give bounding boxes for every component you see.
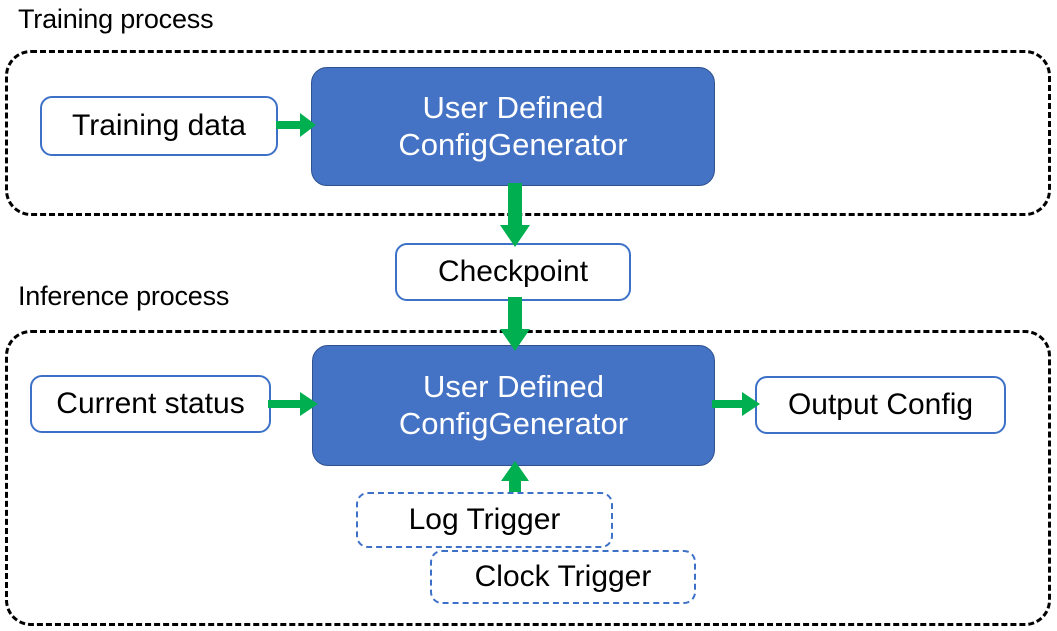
- node-user-defined-configgenerator-inference[interactable]: User Defined ConfigGenerator: [312, 345, 715, 466]
- node-output-config-label: Output Config: [787, 388, 974, 422]
- arrow-current-status-to-generator: [268, 386, 320, 422]
- arrow-training-data-to-generator: [276, 107, 318, 143]
- node-generator-inference-line2: ConfigGenerator: [398, 405, 629, 441]
- node-generator-training-line2: ConfigGenerator: [398, 126, 628, 162]
- node-log-trigger[interactable]: Log Trigger: [356, 492, 613, 548]
- node-log-trigger-label: Log Trigger: [408, 503, 561, 537]
- arrow-checkpoint-to-generator: [497, 297, 533, 353]
- arrow-triggers-to-generator: [498, 461, 532, 499]
- node-clock-trigger[interactable]: Clock Trigger: [430, 550, 696, 604]
- node-current-status-label: Current status: [56, 387, 245, 421]
- node-generator-training-text: User Defined ConfigGenerator: [398, 90, 627, 163]
- node-generator-inference-text: User Defined ConfigGenerator: [399, 369, 628, 442]
- node-user-defined-configgenerator-training[interactable]: User Defined ConfigGenerator: [311, 67, 715, 186]
- node-current-status[interactable]: Current status: [30, 375, 271, 433]
- node-generator-inference-line1: User Defined: [423, 368, 604, 404]
- arrow-generator-to-output-config: [712, 386, 762, 422]
- node-output-config[interactable]: Output Config: [755, 376, 1006, 434]
- node-checkpoint-label: Checkpoint: [437, 255, 589, 289]
- node-generator-training-line1: User Defined: [422, 89, 604, 125]
- node-clock-trigger-label: Clock Trigger: [474, 560, 652, 594]
- inference-process-caption: Inference process: [18, 281, 230, 311]
- training-process-container: [5, 50, 1051, 216]
- node-checkpoint[interactable]: Checkpoint: [395, 243, 631, 301]
- node-training-data[interactable]: Training data: [40, 96, 278, 156]
- arrow-generator-to-checkpoint: [497, 183, 533, 249]
- node-training-data-label: Training data: [72, 109, 246, 143]
- training-process-caption: Training process: [18, 4, 214, 34]
